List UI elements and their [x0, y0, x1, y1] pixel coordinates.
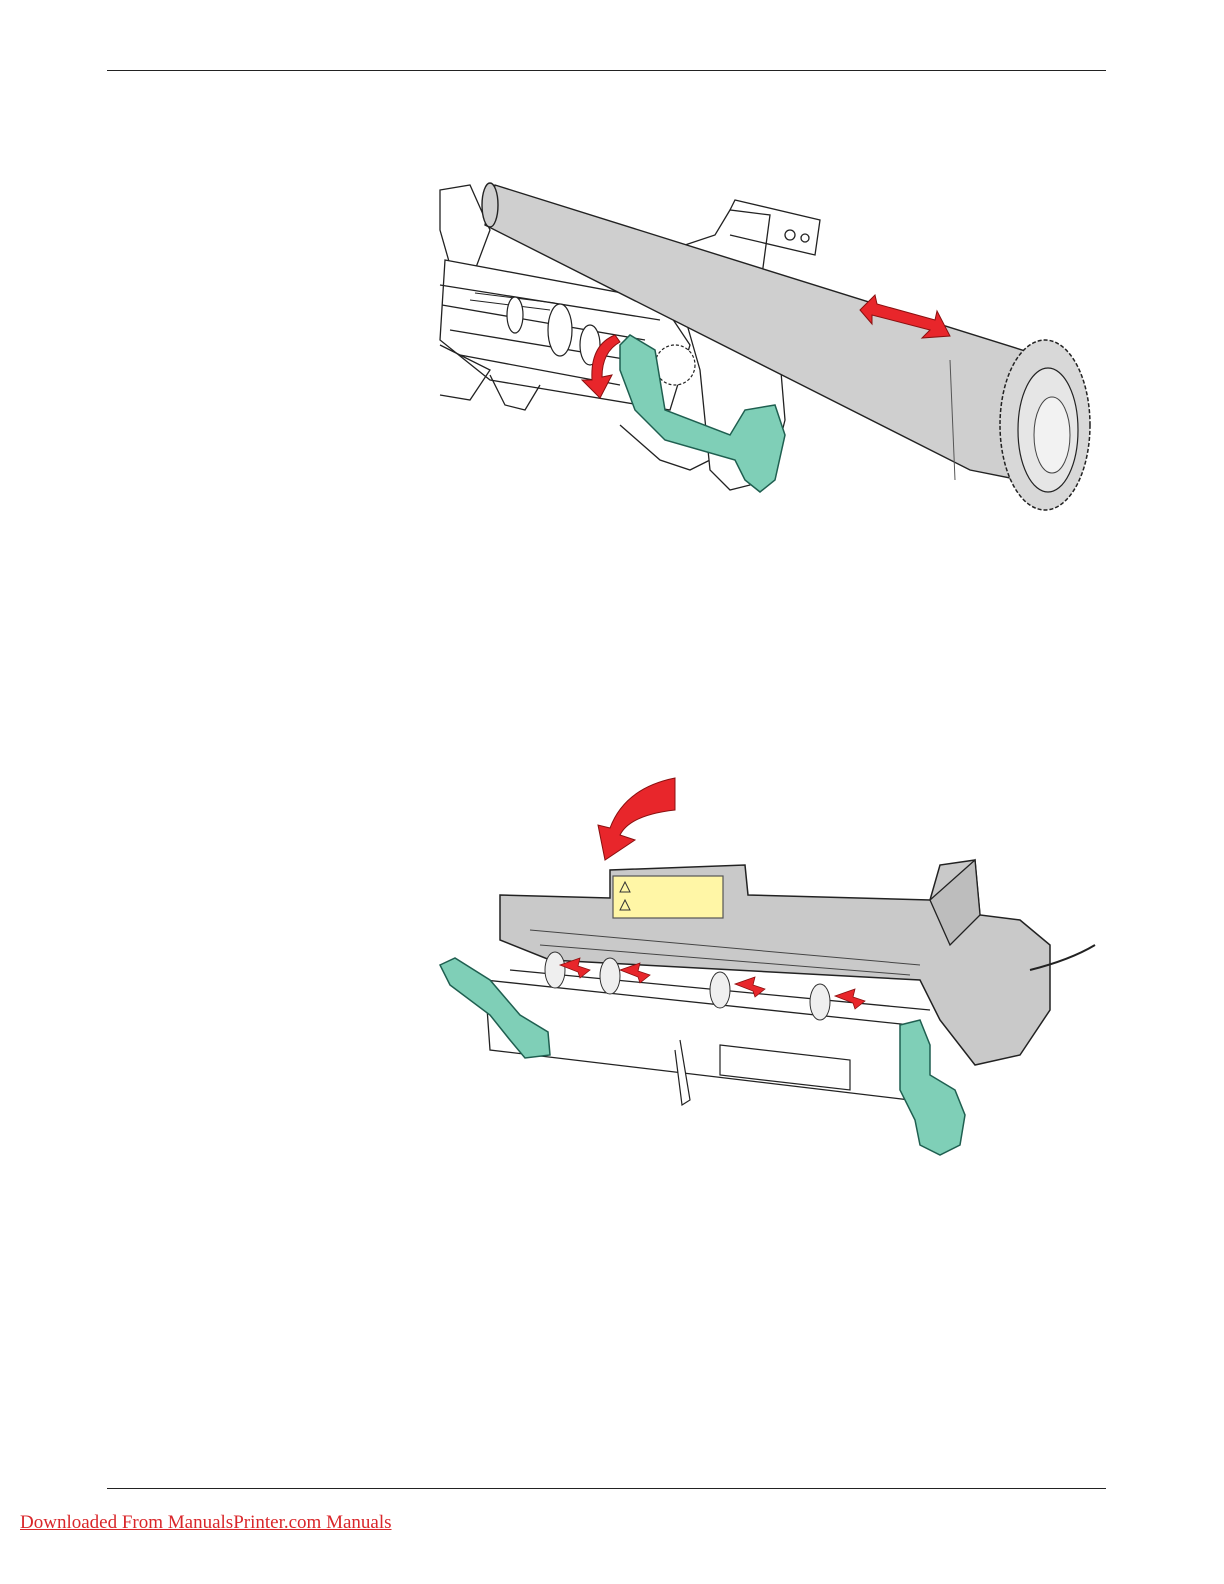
gear-icon: [1000, 340, 1090, 510]
small-gear-icon: [655, 345, 695, 385]
header-rule: [107, 70, 1106, 71]
fuser-cover-closing-illustration: [430, 770, 1100, 1170]
downloaded-from-link[interactable]: Downloaded From ManualsPrinter.com Manua…: [20, 1512, 392, 1534]
curved-arrow-icon: [598, 778, 675, 860]
warning-label-icon: [613, 876, 723, 918]
footer-rule: [107, 1488, 1106, 1489]
fuser-roller-removal-illustration: [430, 170, 1110, 520]
